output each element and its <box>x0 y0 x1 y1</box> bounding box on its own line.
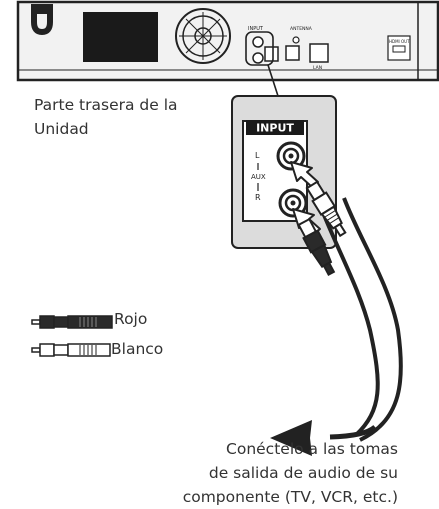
jack-l <box>276 141 306 171</box>
unit-caption-line2: Unidad <box>34 120 89 138</box>
zoom-panel: INPUT L AUX R <box>231 95 337 249</box>
unit-input-label: INPUT <box>248 26 264 32</box>
connect-caption-line3: componente (TV, VCR, etc.) <box>182 488 398 506</box>
legend-white-label: Blanco <box>111 340 164 358</box>
display-window <box>83 12 158 62</box>
hdmi-label: HDMI OUT <box>389 39 410 44</box>
zoom-aux-label: AUX <box>251 173 266 181</box>
unit-rear-caption: Parte trasera de la Unidad <box>34 93 204 141</box>
legend-red-label: Rojo <box>114 310 148 328</box>
connect-caption-line2: de salida de audio de su <box>208 464 398 482</box>
connect-caption-line1: Conéctelo a las tomas <box>226 440 398 458</box>
legend-red-plug <box>31 315 113 329</box>
zoom-leader <box>245 31 279 97</box>
zoom-input-label: INPUT <box>256 122 294 135</box>
rca-cables <box>270 180 403 456</box>
power-cord-icon <box>31 4 53 36</box>
fan-grille-icon <box>175 8 231 64</box>
zoom-l-label: L <box>255 151 260 160</box>
unit-hdmi-out: HDMI OUT <box>387 35 411 61</box>
unit-rear-panel: INPUT ANTENNA LAN HDMI OUT <box>16 0 439 82</box>
lan-label: LAN <box>313 65 322 71</box>
connect-caption: Conéctelo a las tomas de salida de audio… <box>0 437 398 509</box>
antenna-label: ANTENNA <box>290 26 313 32</box>
zoom-r-label: R <box>255 193 261 202</box>
unit-caption-line1: Parte trasera de la <box>34 96 178 114</box>
legend-white-plug <box>31 343 111 357</box>
white-rca-plug <box>305 180 347 238</box>
connect-arrow-icon <box>270 420 377 456</box>
red-rca-plug <box>297 217 336 276</box>
zoom-input-header <box>246 120 304 135</box>
unit-input-jacks: INPUT <box>248 26 279 64</box>
unit-antenna-lan: ANTENNA LAN <box>285 26 329 71</box>
